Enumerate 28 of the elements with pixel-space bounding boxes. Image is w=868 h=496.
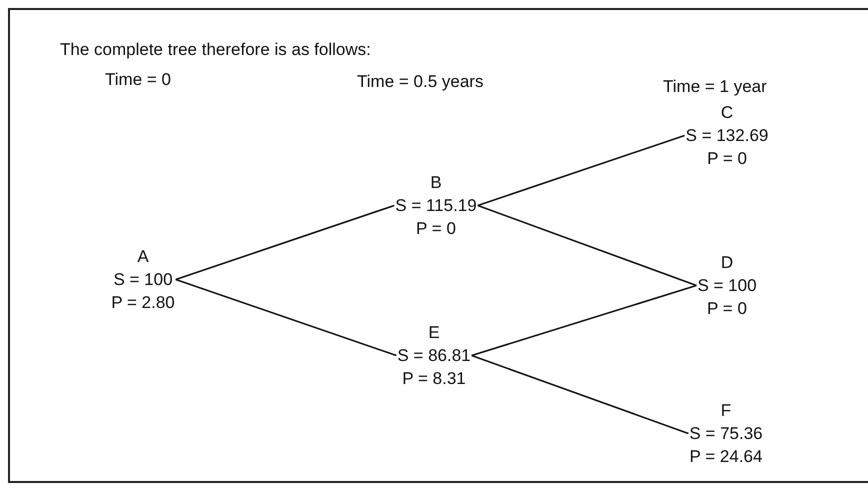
time-label: Time = 1 year [663,77,767,97]
node-letter: C [720,102,734,124]
branch-line [471,284,697,356]
price-value: S = 115.19 [395,195,477,217]
option-value: P = 24.64 [689,446,763,468]
node-letter: E [427,322,441,344]
node-letter: D [720,252,734,274]
option-value: P = 0 [706,148,748,170]
branch-line [477,134,685,206]
time-label: Time = 0 [105,70,171,90]
node-letter: F [720,400,732,422]
time-label: Time = 0.5 years [357,72,484,92]
node-letter: A [136,246,150,268]
branch-line [471,354,689,434]
price-value: S = 86.81 [397,345,471,367]
option-value: P = 0 [415,218,457,240]
price-value: S = 100 [112,269,174,291]
node-letter: B [429,172,443,194]
branch-line [176,204,395,280]
price-value: S = 75.36 [689,423,763,445]
price-value: S = 100 [697,275,757,297]
option-value: P = 0 [706,298,748,320]
branch-line [477,204,697,286]
price-value: S = 132.69 [686,125,768,147]
option-value: P = 2.80 [111,292,175,314]
intro-text: The complete tree therefore is as follows: [60,40,371,60]
option-value: P = 8.31 [401,368,467,390]
branch-line [175,278,397,356]
